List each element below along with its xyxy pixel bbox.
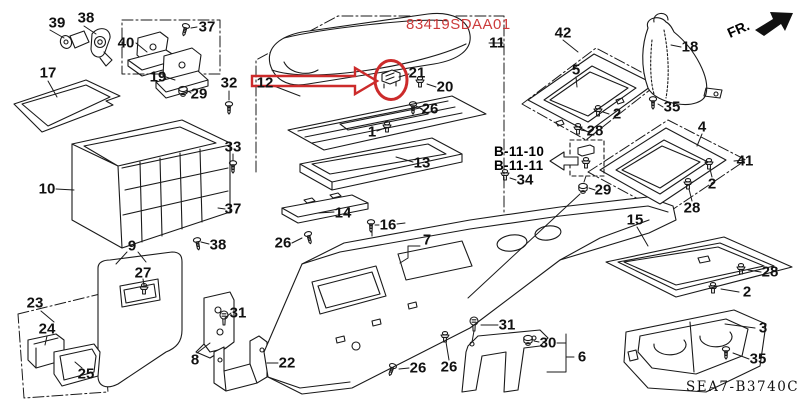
part-25-lid bbox=[53, 343, 101, 387]
part-19-bracket bbox=[155, 47, 209, 99]
part-22-bracket bbox=[213, 335, 268, 392]
part-6-bracket bbox=[461, 329, 549, 393]
highlighted-part-code: 83419SDAA01 bbox=[406, 16, 511, 33]
part-5-panel bbox=[527, 53, 655, 133]
front-direction-arrow-icon bbox=[755, 12, 793, 36]
part-10-frame-box bbox=[71, 119, 231, 249]
part-9-side-panel bbox=[97, 251, 183, 388]
part-18-shift-boot bbox=[642, 12, 723, 106]
part-21-clip bbox=[381, 69, 401, 89]
reference-code-block: B-11-10 B-11-11 bbox=[494, 145, 544, 173]
part-39-cylinder bbox=[59, 30, 90, 49]
leader-lines bbox=[40, 25, 762, 373]
part-17-mat bbox=[13, 79, 121, 133]
reference-code-line-2: B-11-11 bbox=[494, 158, 544, 173]
part-38-latch bbox=[90, 28, 113, 67]
reference-arrow-icon bbox=[549, 151, 579, 171]
part-armrest-slide-plate bbox=[287, 95, 487, 151]
part-3-storage-box bbox=[623, 309, 767, 393]
part-8-bracket bbox=[195, 291, 235, 359]
reference-code-line-1: B-11-10 bbox=[494, 144, 545, 159]
part-14-slide-bracket bbox=[281, 192, 369, 224]
part-12-armrest bbox=[268, 12, 471, 86]
part-15-rear-panel bbox=[605, 236, 793, 298]
red-highlight-arrow bbox=[250, 65, 380, 97]
diagram-code: SEA7-B3740C bbox=[686, 379, 800, 395]
part-13-tray bbox=[299, 137, 463, 191]
